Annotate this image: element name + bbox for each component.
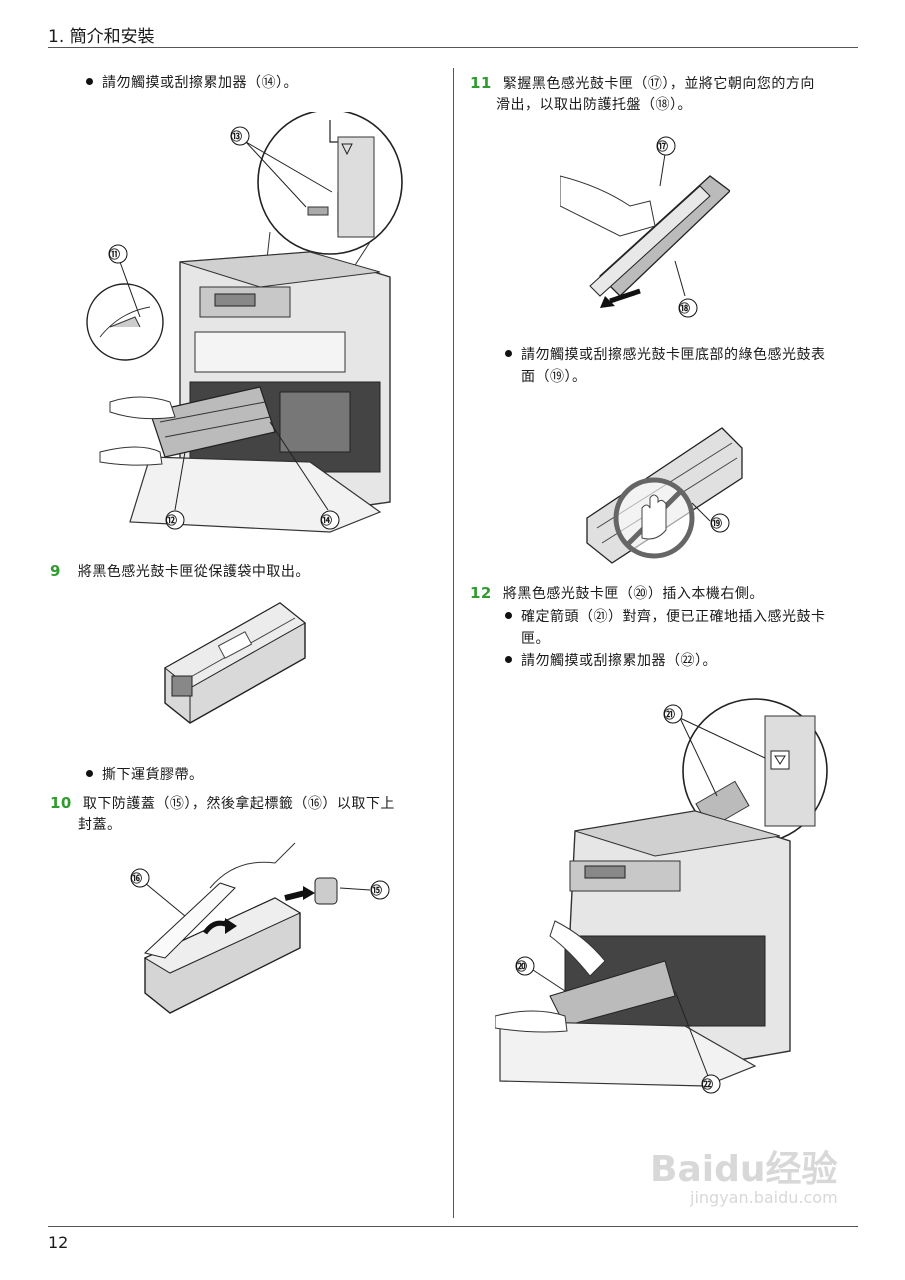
bullet-do-not-touch-accumulator-2: 請勿觸摸或刮擦累加器（㉒）。	[505, 650, 717, 672]
bullet-arrow-align: 確定箭頭（㉑）對齊，便已正確地插入感光鼓卡	[505, 606, 826, 628]
bullet-icon	[505, 656, 512, 663]
figure-insert-drum-printer: ㉑ ⑳ ㉒	[495, 696, 835, 1096]
bullet-text-line1: 確定箭頭（㉑）對齊，便已正確地插入感光鼓卡	[521, 609, 826, 625]
figure-printer-drum-insert: ⑬ ⑪ ⑫ ⑭	[80, 112, 420, 542]
callout-16: ⑯	[131, 872, 142, 885]
figure-drum-cartridge	[160, 598, 310, 728]
page-header-title: 1. 簡介和安裝	[48, 27, 155, 47]
step-11-number: 11	[470, 74, 492, 92]
step-9-number: 9	[50, 562, 61, 580]
step-11-line2: 滑出，以取出防護托盤（⑱）。	[496, 97, 692, 113]
bullet-do-not-touch-drum: 請勿觸摸或刮擦感光鼓卡匣底部的綠色感光鼓表	[505, 344, 826, 366]
step-10-line2: 封蓋。	[78, 817, 122, 833]
callout-15: ⑮	[371, 884, 382, 897]
step-9: 9 將黑色感光鼓卡匣從保護袋中取出。	[50, 560, 310, 583]
figure-no-touch-drum: ⑲	[582, 418, 752, 568]
callout-12: ⑫	[166, 514, 177, 527]
callout-19: ⑲	[711, 517, 722, 530]
bullet-icon	[86, 78, 93, 85]
column-divider	[453, 68, 454, 1218]
bullet-text: 請勿觸摸或刮擦累加器（㉒）。	[521, 653, 717, 669]
figure-remove-cover: ⑯ ⑮	[125, 838, 405, 1023]
step-10-line1: 取下防護蓋（⑮），然後拿起標籤（⑯）以取下上	[82, 796, 395, 812]
bullet-text-line2: 面（⑲）。	[521, 369, 587, 385]
step-10-number: 10	[50, 794, 72, 812]
callout-18: ⑱	[679, 302, 690, 315]
step-12-text: 將黑色感光鼓卡匣（⑳）插入本機右側。	[502, 586, 764, 602]
bullet-icon	[505, 350, 512, 357]
callout-22: ㉒	[702, 1078, 713, 1091]
step-11-line1: 緊握黑色感光鼓卡匣（⑰），並將它朝向您的方向	[502, 76, 815, 92]
callout-17: ⑰	[657, 140, 668, 153]
bullet-text: 撕下運貨膠帶。	[102, 767, 204, 783]
callout-21: ㉑	[664, 708, 675, 721]
figure-slide-drum-out: ⑰ ⑱	[560, 136, 730, 326]
bullet-text-line2: 匣。	[521, 631, 550, 647]
bullet-text-line1: 請勿觸摸或刮擦感光鼓卡匣底部的綠色感光鼓表	[521, 347, 826, 363]
step-11: 11 緊握黑色感光鼓卡匣（⑰），並將它朝向您的方向	[470, 72, 815, 95]
bullet-icon	[505, 612, 512, 619]
callout-14: ⑭	[321, 514, 332, 527]
callout-13: ⑬	[231, 130, 242, 143]
step-9-text: 將黑色感光鼓卡匣從保護袋中取出。	[77, 564, 310, 580]
bullet-do-not-touch-accumulator: 請勿觸摸或刮擦累加器（⑭）。	[86, 72, 298, 94]
footer-divider	[48, 1226, 858, 1227]
page-number: 12	[48, 1233, 69, 1252]
baidu-watermark-logo: Baidu经验	[650, 1149, 838, 1190]
callout-20: ⑳	[516, 960, 527, 973]
step-10: 10 取下防護蓋（⑮），然後拿起標籤（⑯）以取下上	[50, 792, 395, 815]
header-divider	[48, 47, 858, 48]
bullet-icon	[86, 770, 93, 777]
callout-11: ⑪	[109, 248, 120, 261]
bullet-remove-tape: 撕下運貨膠帶。	[86, 764, 204, 786]
baidu-watermark-url: jingyan.baidu.com	[690, 1188, 838, 1207]
bullet-text: 請勿觸摸或刮擦累加器（⑭）。	[102, 75, 298, 91]
step-12-number: 12	[470, 584, 492, 602]
step-12: 12 將黑色感光鼓卡匣（⑳）插入本機右側。	[470, 582, 764, 605]
